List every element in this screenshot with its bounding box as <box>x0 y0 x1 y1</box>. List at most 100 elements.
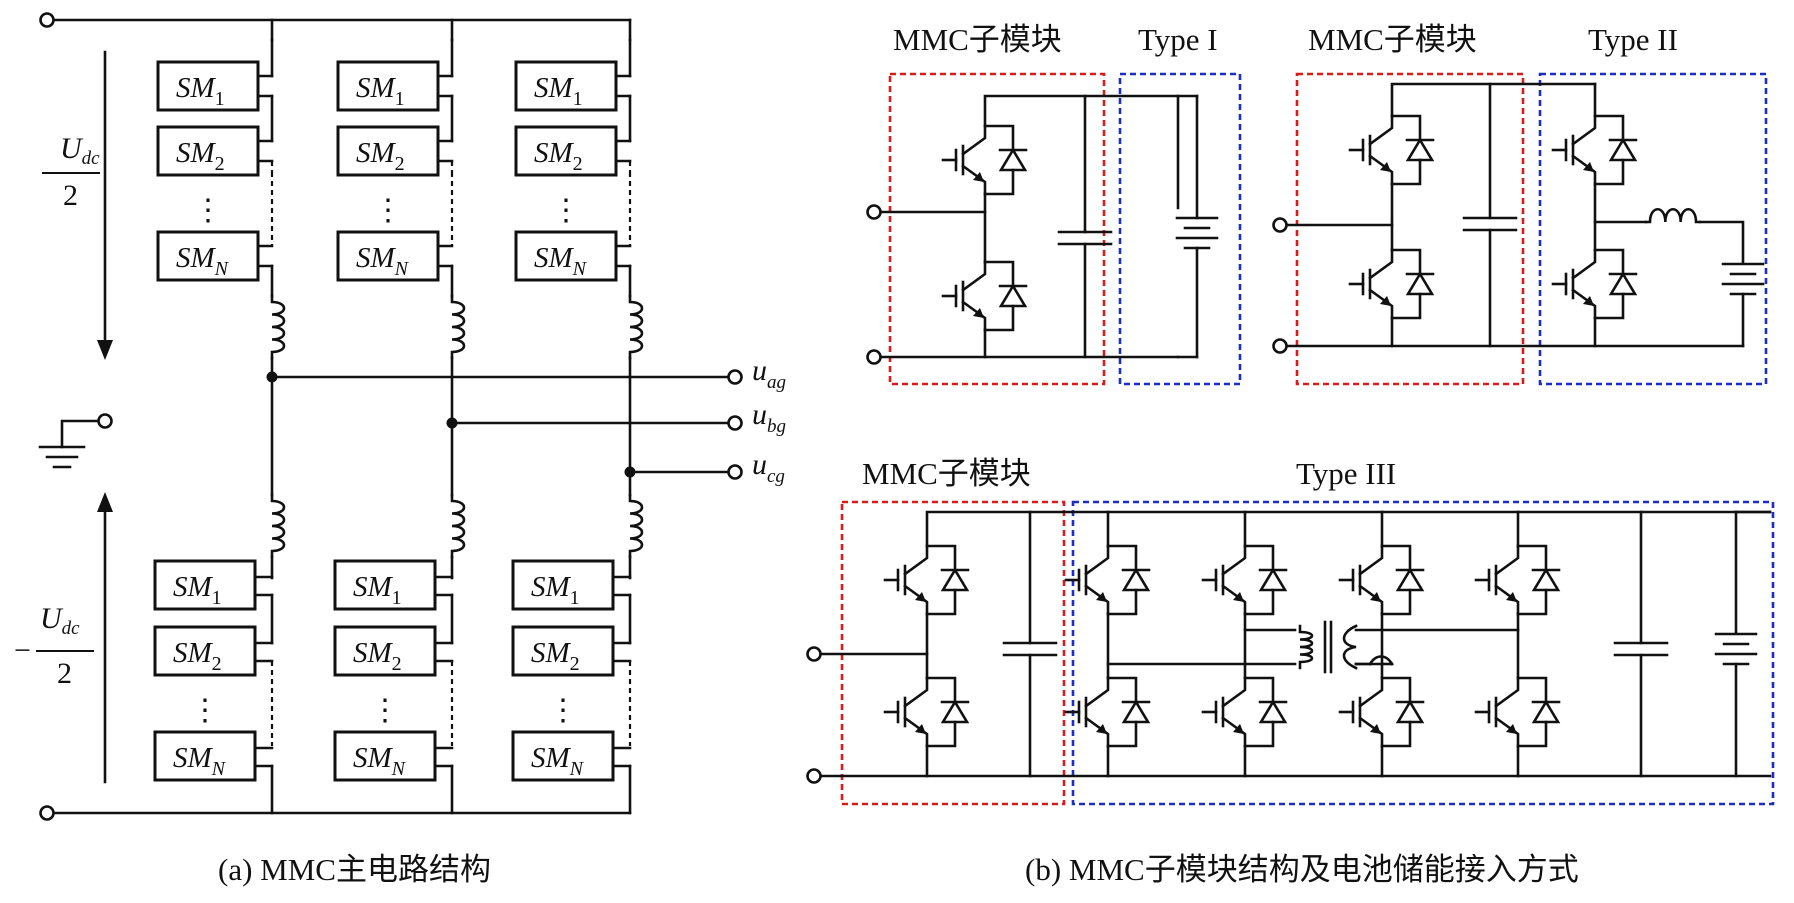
diode-triangle <box>1608 271 1638 296</box>
igbt-arrow <box>915 724 926 734</box>
diode-triangle <box>998 283 1028 308</box>
phase-a-leg-upper-sm-3: SMN <box>156 230 260 282</box>
igbt-arrow <box>1370 724 1381 734</box>
type-1-box <box>1118 72 1242 386</box>
igbt-collector <box>961 124 987 156</box>
antiparallel-diode <box>1531 567 1561 592</box>
diode-triangle <box>940 699 970 724</box>
figure-labels: Udc 2 − Udc 2 uag ubg ucg MMC子模块 Type I … <box>14 22 1678 887</box>
igbt-collector <box>1368 114 1394 146</box>
phase-c-leg-output-terminal <box>727 464 743 480</box>
igbt-collector <box>1084 676 1110 708</box>
antiparallel-diode <box>1608 271 1638 296</box>
phase-a-leg-upper-sm-2: SM2 <box>156 125 260 177</box>
phase-b-leg-lower-sm-1: SM1 <box>333 559 437 611</box>
igbt-emitter <box>961 164 987 196</box>
phase-b-leg-upper-sm-3: SMN <box>336 230 440 282</box>
phase-a-leg-lower-inductor <box>270 493 286 559</box>
diode-wire <box>925 720 957 748</box>
diode-wire <box>925 588 957 616</box>
coil <box>450 294 466 360</box>
igbt-arrow <box>973 308 984 318</box>
diode-wire <box>1243 544 1275 572</box>
type-3-box <box>1071 500 1775 806</box>
sm-label: SM1 <box>356 72 405 110</box>
upper-vertical-dots: ⋮ <box>551 194 581 227</box>
battery <box>1714 632 1758 666</box>
igbt-emitter <box>1494 716 1520 748</box>
phase-c-leg-upper-inductor <box>628 294 644 360</box>
phase-b-leg-upper-inductor <box>450 294 466 360</box>
igbt-arrow <box>1380 296 1391 306</box>
udc-upper-base: U <box>60 132 84 165</box>
sm-box <box>514 60 618 112</box>
phase-c-leg-upper-sm-3: SMN <box>514 230 618 282</box>
sm-label: SM1 <box>353 571 402 609</box>
coil <box>628 493 644 559</box>
submodule-input-terminal <box>806 646 822 662</box>
igbt-arrow <box>1583 162 1594 172</box>
coil <box>1644 207 1702 224</box>
coil <box>628 294 644 360</box>
phase-b-leg-lower-sm-3: SMN <box>333 730 437 782</box>
udc-lower-sub: dc <box>62 618 81 639</box>
sm-label: SM2 <box>176 137 225 175</box>
antiparallel-diode <box>940 699 970 724</box>
sm-box <box>333 625 437 677</box>
igbt-arrow <box>1096 724 1107 734</box>
submodule-output-terminal <box>866 349 882 365</box>
igbt-emitter <box>1221 716 1247 748</box>
upper-vertical-dots: ⋮ <box>193 194 223 227</box>
sm-box <box>514 230 618 282</box>
antiparallel-diode <box>1405 137 1435 162</box>
lower-voltage-label: − Udc 2 <box>14 602 94 690</box>
igbt-emitter <box>1358 716 1384 748</box>
top-rail <box>983 94 1180 210</box>
caption-b: (b) MMC子模块结构及电池储能接入方式 <box>1025 852 1579 887</box>
diode-wire <box>983 168 1015 196</box>
antiparallel-diode <box>1258 567 1288 592</box>
diode-triangle <box>1405 137 1435 162</box>
dc-positive-terminal <box>39 12 55 28</box>
igbt-collector <box>1358 676 1384 708</box>
phase-c-leg-upper-sm-1: SM1 <box>514 60 618 112</box>
igbt <box>1064 544 1110 616</box>
igbt-collector <box>903 676 929 708</box>
dc-capacitor <box>1462 216 1518 232</box>
mmc-submodule-box-3 <box>840 500 1066 806</box>
igbt-emitter <box>903 584 929 616</box>
diode-wire <box>1380 544 1412 572</box>
lower-vertical-dots: ⋮ <box>190 694 220 727</box>
phase-c-leg-lower-sm-3: SMN <box>511 730 615 782</box>
igbt <box>1064 676 1110 748</box>
igbt-arrow <box>1233 724 1244 734</box>
sm-label: SMN <box>356 242 410 280</box>
sm-label: SMN <box>534 242 588 280</box>
sm-box <box>511 730 615 782</box>
igbt-collector <box>1084 544 1110 576</box>
diode-wire <box>1243 720 1275 748</box>
diode-wire <box>1390 248 1422 276</box>
sm-box <box>511 625 615 677</box>
diode-wire <box>1380 588 1412 616</box>
mmc-submodule-box-1 <box>888 72 1106 386</box>
dc-capacitor <box>1002 641 1058 657</box>
igbt <box>941 260 987 332</box>
igbt <box>1338 676 1384 748</box>
igbt-emitter <box>1368 288 1394 320</box>
igbt-emitter <box>1571 288 1597 320</box>
igbt-collector <box>961 260 987 292</box>
sm-box <box>333 730 437 782</box>
diode-wire <box>1380 720 1412 748</box>
arrow-head <box>97 492 113 512</box>
udc-upper-denominator: 2 <box>63 179 78 212</box>
battery <box>1175 216 1219 250</box>
type-2-box <box>1538 72 1768 386</box>
udc-lower-base: U <box>40 602 64 635</box>
sm-label: SMN <box>173 742 227 780</box>
sm-box <box>156 60 260 112</box>
igbt <box>1338 544 1384 616</box>
igbt-emitter <box>903 716 929 748</box>
sm-label: SMN <box>353 742 407 780</box>
